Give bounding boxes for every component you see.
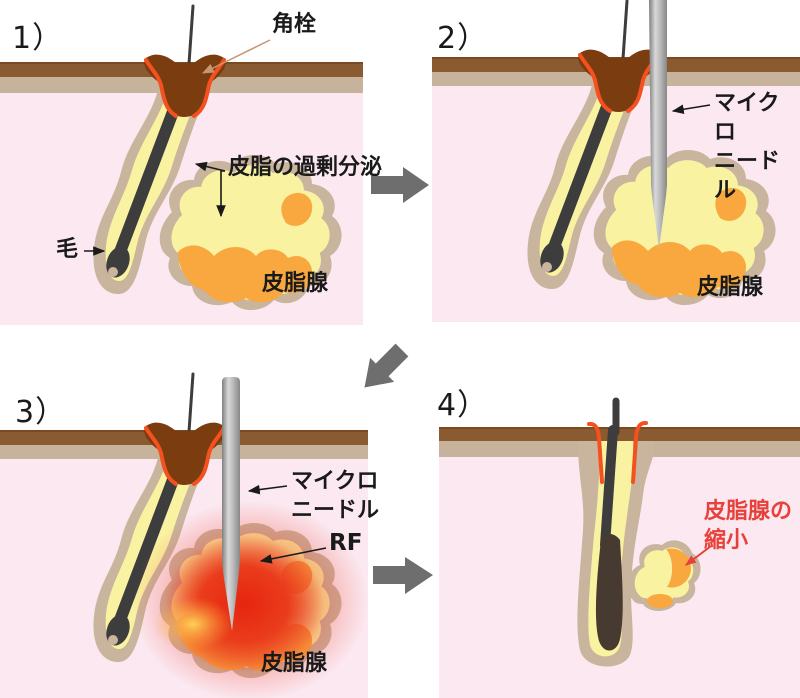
shrunken-gland-orange-ring (666, 548, 691, 588)
hair-shaft-4 (600, 425, 618, 550)
shrunken-gland-orange-base (647, 594, 673, 608)
microneedle-leader-arrow-2 (671, 104, 711, 115)
rf-leader-arrow (259, 547, 327, 564)
panel-4-art (439, 397, 800, 698)
flow-arrow-step3-to-step4 (373, 557, 433, 594)
microneedle-label-3: マイクロ ニードル (291, 469, 380, 524)
flow-arrow-step1-to-step2 (371, 167, 429, 203)
keratin-plug-leader-arrow (201, 39, 271, 74)
hair-label: 毛 (56, 237, 79, 262)
panel-1-art (0, 6, 363, 325)
sebaceous-gland-label-1: 皮脂腺 (262, 271, 329, 296)
flow-arrow-step2-to-step3 (364, 343, 409, 388)
microneedle-leader-arrow-3 (247, 484, 288, 495)
step-1-number-label: 1） (12, 21, 64, 56)
rf-warm-spot (153, 597, 233, 651)
keratin-plug-label: 角栓 (272, 12, 317, 37)
sebaceous-gland-label-2: 皮脂腺 (697, 275, 764, 300)
gland-shrinkage-leader-arrow (685, 545, 712, 566)
panel-3-art (0, 374, 368, 698)
excess-sebum-label: 皮脂の過剰分泌 (228, 155, 383, 180)
microneedle-3 (222, 377, 240, 631)
panel-2-art (432, 0, 800, 322)
step-2-number-label: 2） (437, 21, 489, 56)
opening-outline-left-4 (587, 421, 604, 484)
hair-bulb-4 (595, 534, 623, 651)
excess-sebum-arrow-lower (216, 170, 226, 218)
step-4-number-label: 4） (437, 388, 489, 423)
opening-outline-right-4 (631, 420, 648, 484)
gland-shrinkage-label: 皮脂腺の 縮小 (704, 499, 793, 554)
step-3-number-label: 3） (15, 395, 67, 430)
sebaceous-gland-label-3: 皮脂腺 (261, 651, 328, 676)
excess-sebum-arrow-upper (194, 161, 226, 172)
microneedle-2 (649, 0, 667, 249)
rf-label: RF (329, 530, 363, 556)
microneedle-label-2: マイクロ ニードル (714, 91, 781, 204)
